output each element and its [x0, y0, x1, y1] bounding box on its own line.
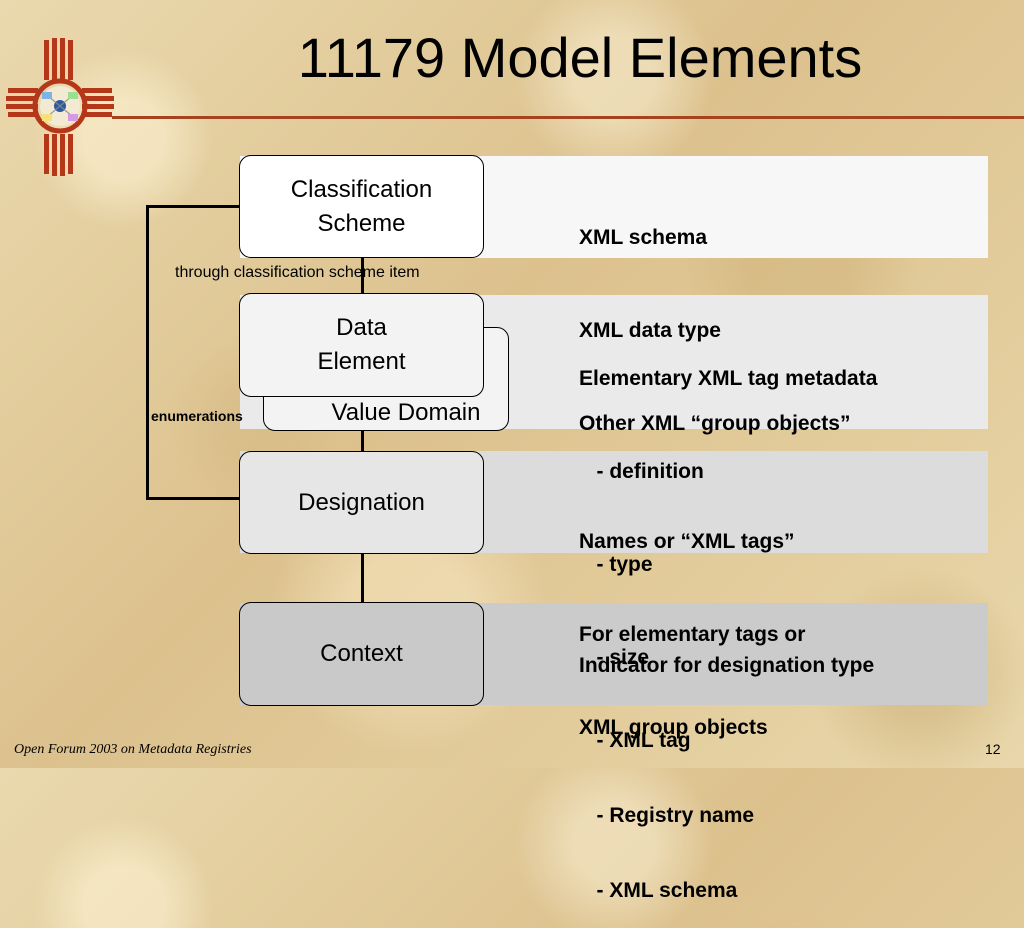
footer-text: Open Forum 2003 on Metadata Registries — [14, 742, 252, 757]
designation-label: Designation — [298, 488, 425, 516]
enumerations-label: enumerations — [151, 408, 243, 424]
data-element-label-2: Element — [317, 348, 406, 375]
description-line: - Registry name — [579, 804, 755, 827]
data-element-box: Data Element — [239, 293, 484, 397]
connector-classification-dataelement — [361, 258, 364, 295]
description-line: - definition — [579, 460, 704, 483]
designation-description: Names or “XML tags” For elementary tags … — [579, 464, 805, 774]
description-line: - size — [579, 646, 650, 669]
description-line: For elementary tags or — [579, 623, 806, 646]
description-line: XML schema — [579, 226, 707, 249]
value-domain-label: Value Domain — [331, 399, 481, 426]
classification-scheme-description: XML schema XML data type Other XML “grou… — [579, 160, 850, 470]
page-number: 12 — [985, 741, 1001, 757]
description-line: - type — [579, 553, 653, 576]
description-line: - XML tag — [579, 729, 691, 752]
bracket-top — [146, 205, 240, 208]
connector-dataelement-designation — [361, 431, 364, 451]
description-line: Other XML “group objects” — [579, 412, 851, 435]
description-line: XML data type — [579, 319, 721, 342]
context-box: Context — [239, 602, 484, 706]
data-element-description: Elementary XML tag metadata - definition… — [579, 301, 877, 704]
context-description: Indicator for designation type - XML tag… — [579, 603, 874, 928]
bracket-bottom — [146, 497, 240, 500]
description-line: - XML schema — [579, 879, 738, 902]
description-line: Elementary XML tag metadata — [579, 367, 878, 390]
connector-designation-context — [361, 554, 364, 602]
classification-scheme-box: Classification Scheme — [239, 155, 484, 258]
description-line: XML group objects — [579, 716, 768, 739]
description-line: Indicator for designation type — [579, 654, 875, 677]
classification-scheme-label-2: Scheme — [317, 209, 406, 237]
data-element-label-1: Data — [336, 314, 387, 341]
designation-box: Designation — [239, 451, 484, 554]
classification-link-label: through classification scheme item — [175, 264, 420, 281]
slide-title: 11179 Model Elements — [297, 26, 863, 89]
title-rule — [112, 116, 1024, 119]
bracket-vertical — [146, 205, 149, 499]
classification-scheme-label-1: Classification — [290, 175, 433, 203]
description-line: Names or “XML tags” — [579, 530, 795, 553]
zia-sun-icon — [6, 38, 114, 176]
context-label: Context — [320, 640, 403, 667]
